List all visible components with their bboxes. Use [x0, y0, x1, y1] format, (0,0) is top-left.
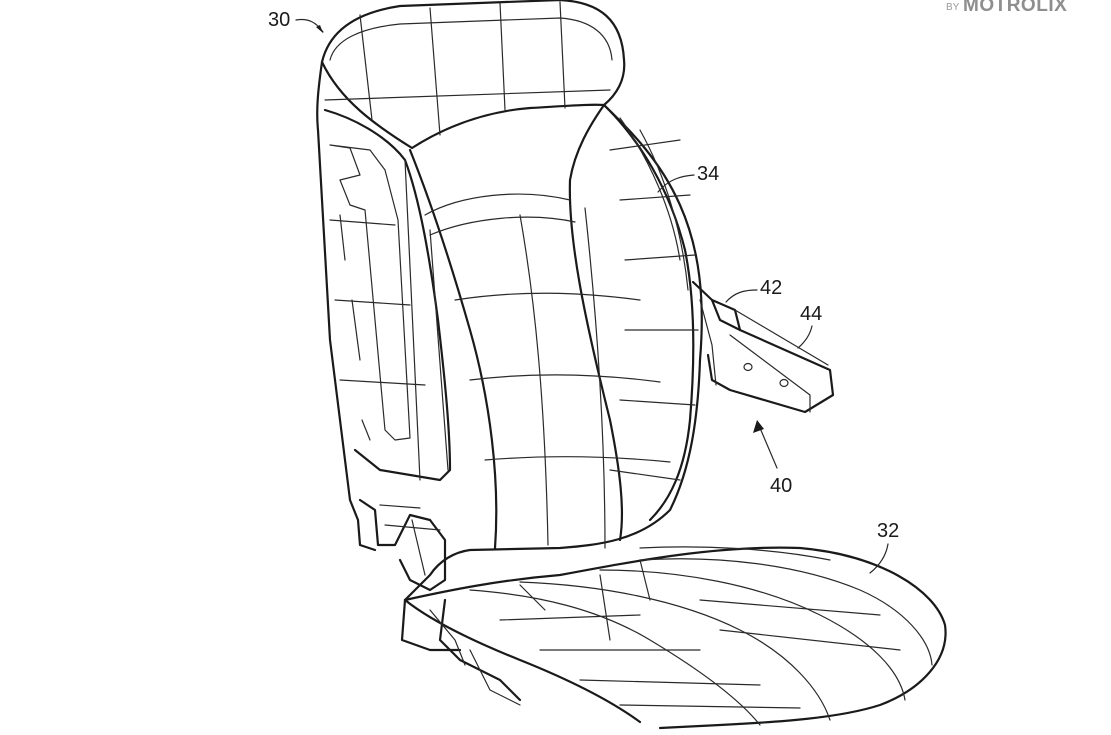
- seat-back: [316, 0, 703, 652]
- label-32: 32: [877, 520, 899, 542]
- watermark-logo: BY MOTROLIX: [946, 0, 1067, 16]
- seat-cushion: [403, 546, 947, 730]
- watermark-name: MOTROLIX: [963, 0, 1067, 16]
- label-34: 34: [697, 163, 719, 185]
- label-42: 42: [760, 277, 782, 299]
- label-44: 44: [800, 303, 822, 325]
- armrest: [691, 280, 835, 414]
- reference-numerals: 30 34 42 44 40 32: [268, 9, 899, 574]
- label-30: 30: [268, 9, 290, 31]
- watermark-prefix: BY: [946, 2, 960, 13]
- label-40: 40: [770, 475, 792, 497]
